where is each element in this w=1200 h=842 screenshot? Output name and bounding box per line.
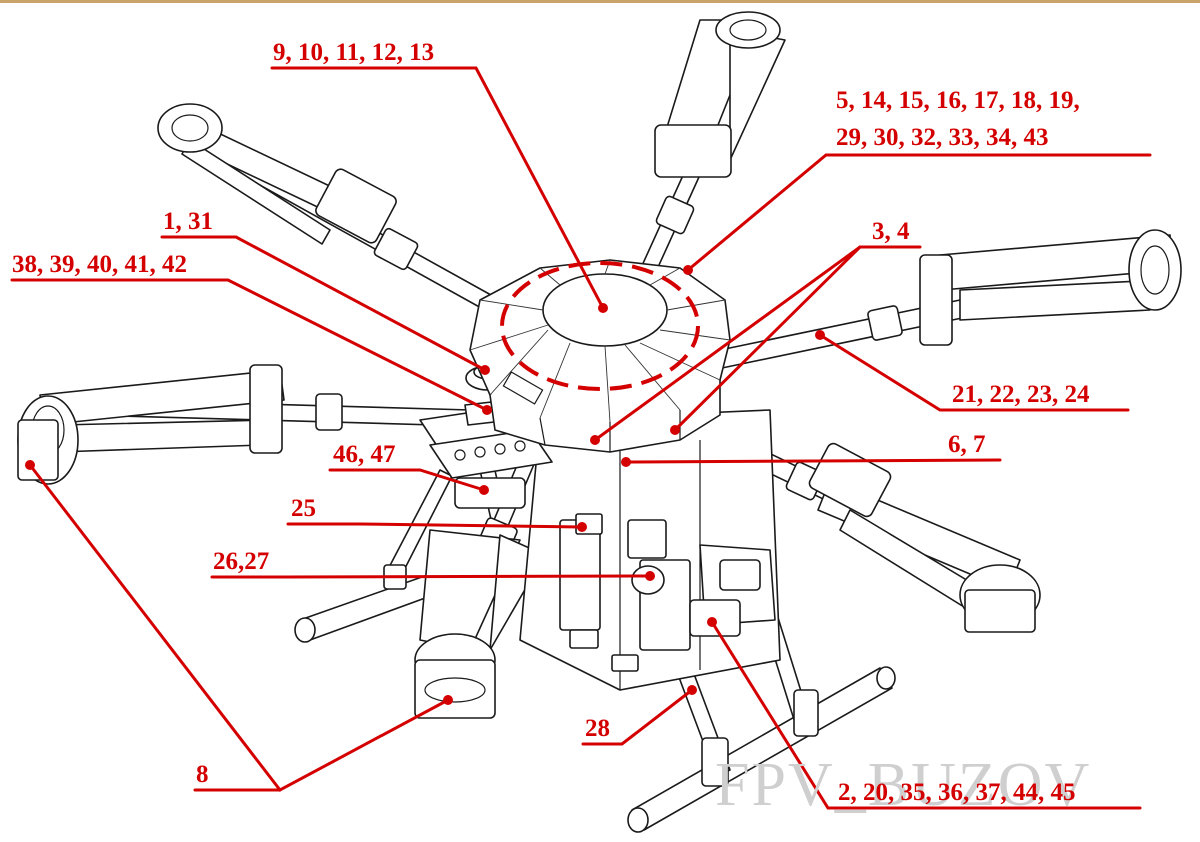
callout-46-47: 46, 47	[333, 441, 396, 468]
top-border	[0, 0, 1200, 3]
callout-2-45: 2, 20, 35, 36, 37, 44, 45	[838, 779, 1076, 806]
canopy	[469, 259, 731, 453]
callout-labels: 9, 10, 11, 12, 13 5, 14, 15, 16, 17, 18,…	[12, 39, 1090, 806]
callout-25: 25	[291, 495, 316, 522]
callout-leaders	[10, 66, 1152, 810]
canopy-highlight-ellipse	[500, 261, 700, 391]
callout-38-42: 38, 39, 40, 41, 42	[12, 251, 187, 278]
fuselage	[519, 409, 781, 691]
callout-1-31: 1, 31	[163, 208, 213, 235]
callout-3-4: 3, 4	[872, 218, 910, 245]
callout-dots	[25, 265, 825, 705]
callout-8: 8	[196, 761, 209, 788]
watermark-text: FPV_BUZOV	[715, 751, 1091, 819]
callout-5-19: 5, 14, 15, 16, 17, 18, 19,	[836, 87, 1080, 114]
callout-28: 28	[585, 715, 610, 742]
callout-26-27: 26,27	[213, 548, 269, 575]
callout-29-43: 29, 30, 32, 33, 34, 43	[836, 124, 1049, 151]
callout-21-24: 21, 22, 23, 24	[952, 381, 1090, 408]
folded-propellers	[39, 19, 1173, 651]
callout-6-7: 6, 7	[948, 431, 986, 458]
callout-9-13: 9, 10, 11, 12, 13	[273, 39, 434, 66]
